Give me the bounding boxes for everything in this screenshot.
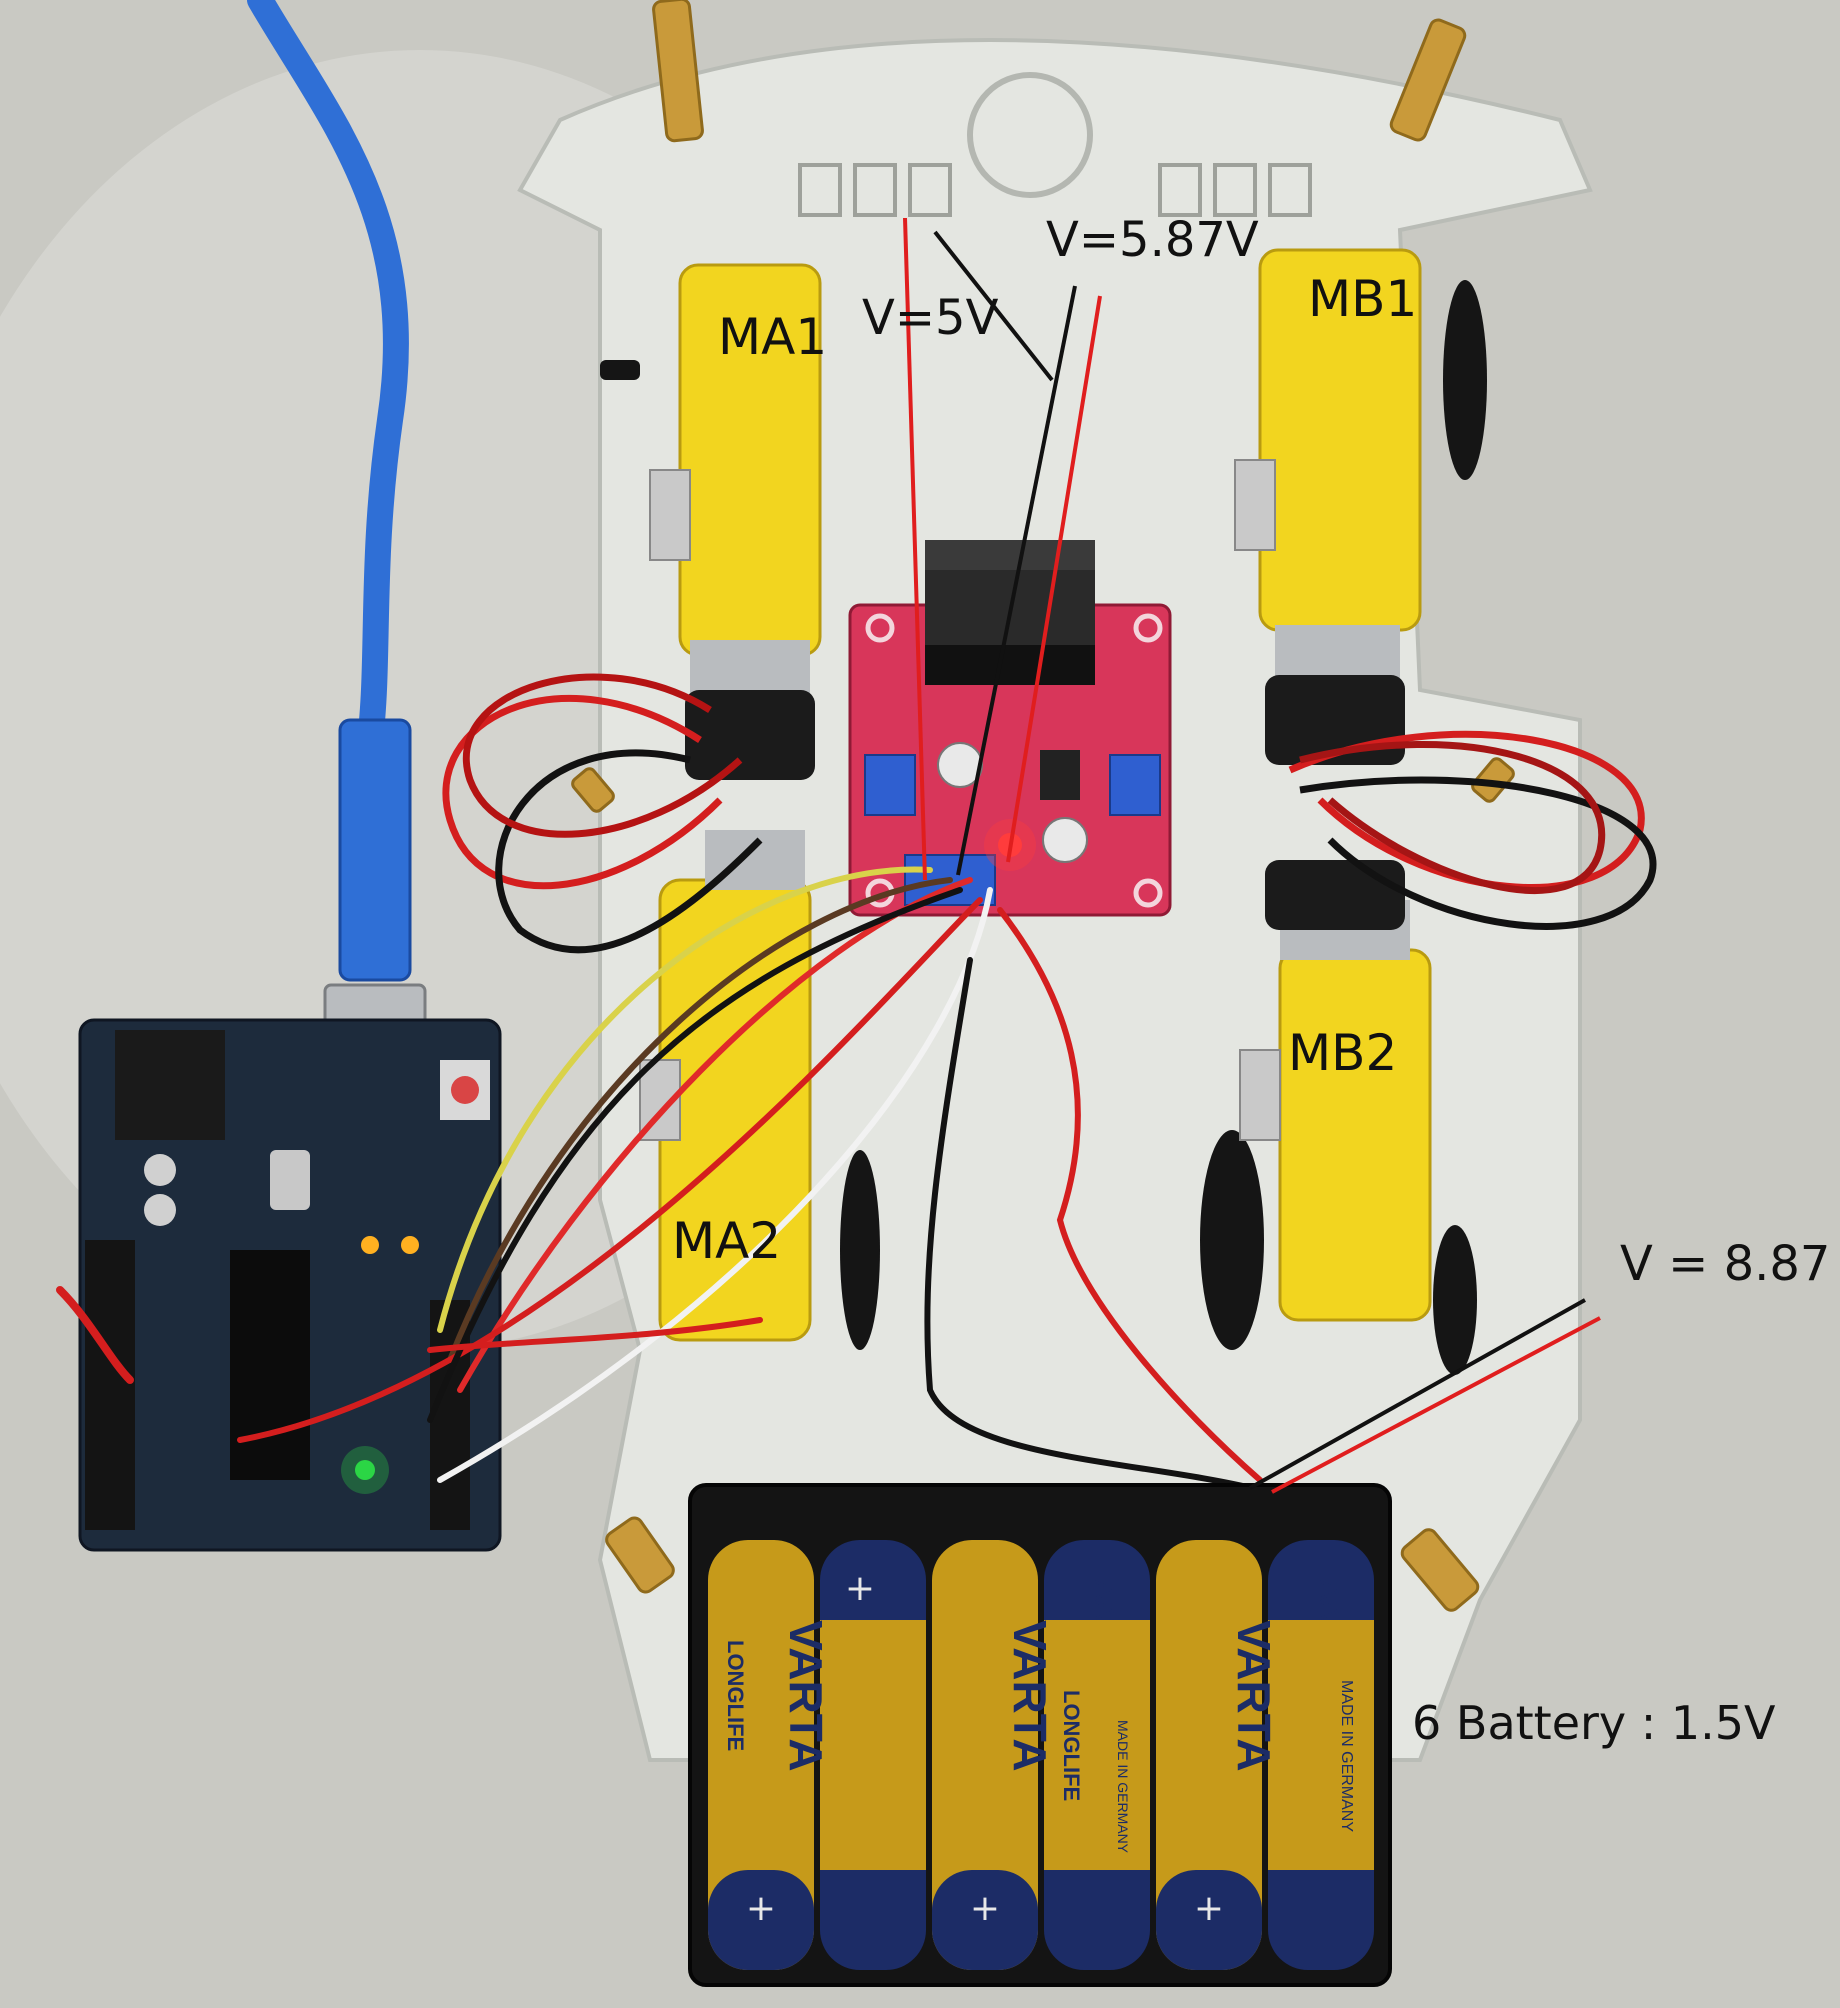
arduino-uno-board <box>78 1018 502 1552</box>
aa-cell-3 <box>932 1540 1038 1970</box>
label-motor-mb1: MB1 <box>1308 270 1418 328</box>
battery-holder: VARTA VARTA VARTA LONGLIFE LONGLIFE AA A… <box>688 1483 1392 1987</box>
battery-plus-4: + <box>1194 1888 1224 1929</box>
label-logic-voltage: V=5V <box>862 290 999 346</box>
label-motor-ma2: MA2 <box>672 1212 782 1270</box>
battery-line-1: LONGLIFE <box>723 1640 748 1751</box>
brass-standoffs <box>571 0 1515 1612</box>
aa-cell-4 <box>1044 1540 1150 1970</box>
label-battery-voltage: V = 8.87 <box>1620 1236 1831 1292</box>
jumper-wires <box>56 866 1263 1493</box>
label-motor-mb2: MB2 <box>1288 1024 1398 1082</box>
battery-plus-3: + <box>970 1888 1000 1929</box>
battery-plus-2: + <box>746 1888 776 1929</box>
motor-mb1 <box>1234 248 1422 765</box>
aa-cell-2 <box>820 1540 926 1970</box>
battery-origin-2: MADE IN GERMANY <box>1338 1680 1355 1832</box>
battery-brand-3: VARTA <box>1228 1620 1280 1772</box>
aa-cell-5 <box>1156 1540 1262 1970</box>
motor-ma1 <box>649 263 822 780</box>
battery-plus-1: + <box>845 1568 875 1609</box>
motor-mb2 <box>1239 860 1432 1322</box>
battery-line-2: LONGLIFE <box>1059 1690 1084 1801</box>
aa-cell-6 <box>1268 1540 1374 1970</box>
battery-size-1: AA <box>1088 1580 1121 1620</box>
measurement-lines <box>903 217 1601 1494</box>
label-driver-voltage: V=5.87V <box>1046 212 1259 268</box>
battery-size-2: AA <box>1313 1580 1346 1620</box>
motor-driver-board <box>848 540 1172 917</box>
label-battery-pack: 6 Battery : 1.5V <box>1412 1696 1776 1750</box>
battery-brand-1: VARTA <box>780 1620 832 1772</box>
aa-cell-1 <box>708 1540 814 1970</box>
battery-brand-2: VARTA <box>1004 1620 1056 1772</box>
coiled-motor-wires <box>442 673 1657 954</box>
battery-origin-1: MADE IN GERMANY <box>1115 1720 1131 1854</box>
label-motor-ma1: MA1 <box>718 308 828 366</box>
wheels <box>600 280 1487 1375</box>
